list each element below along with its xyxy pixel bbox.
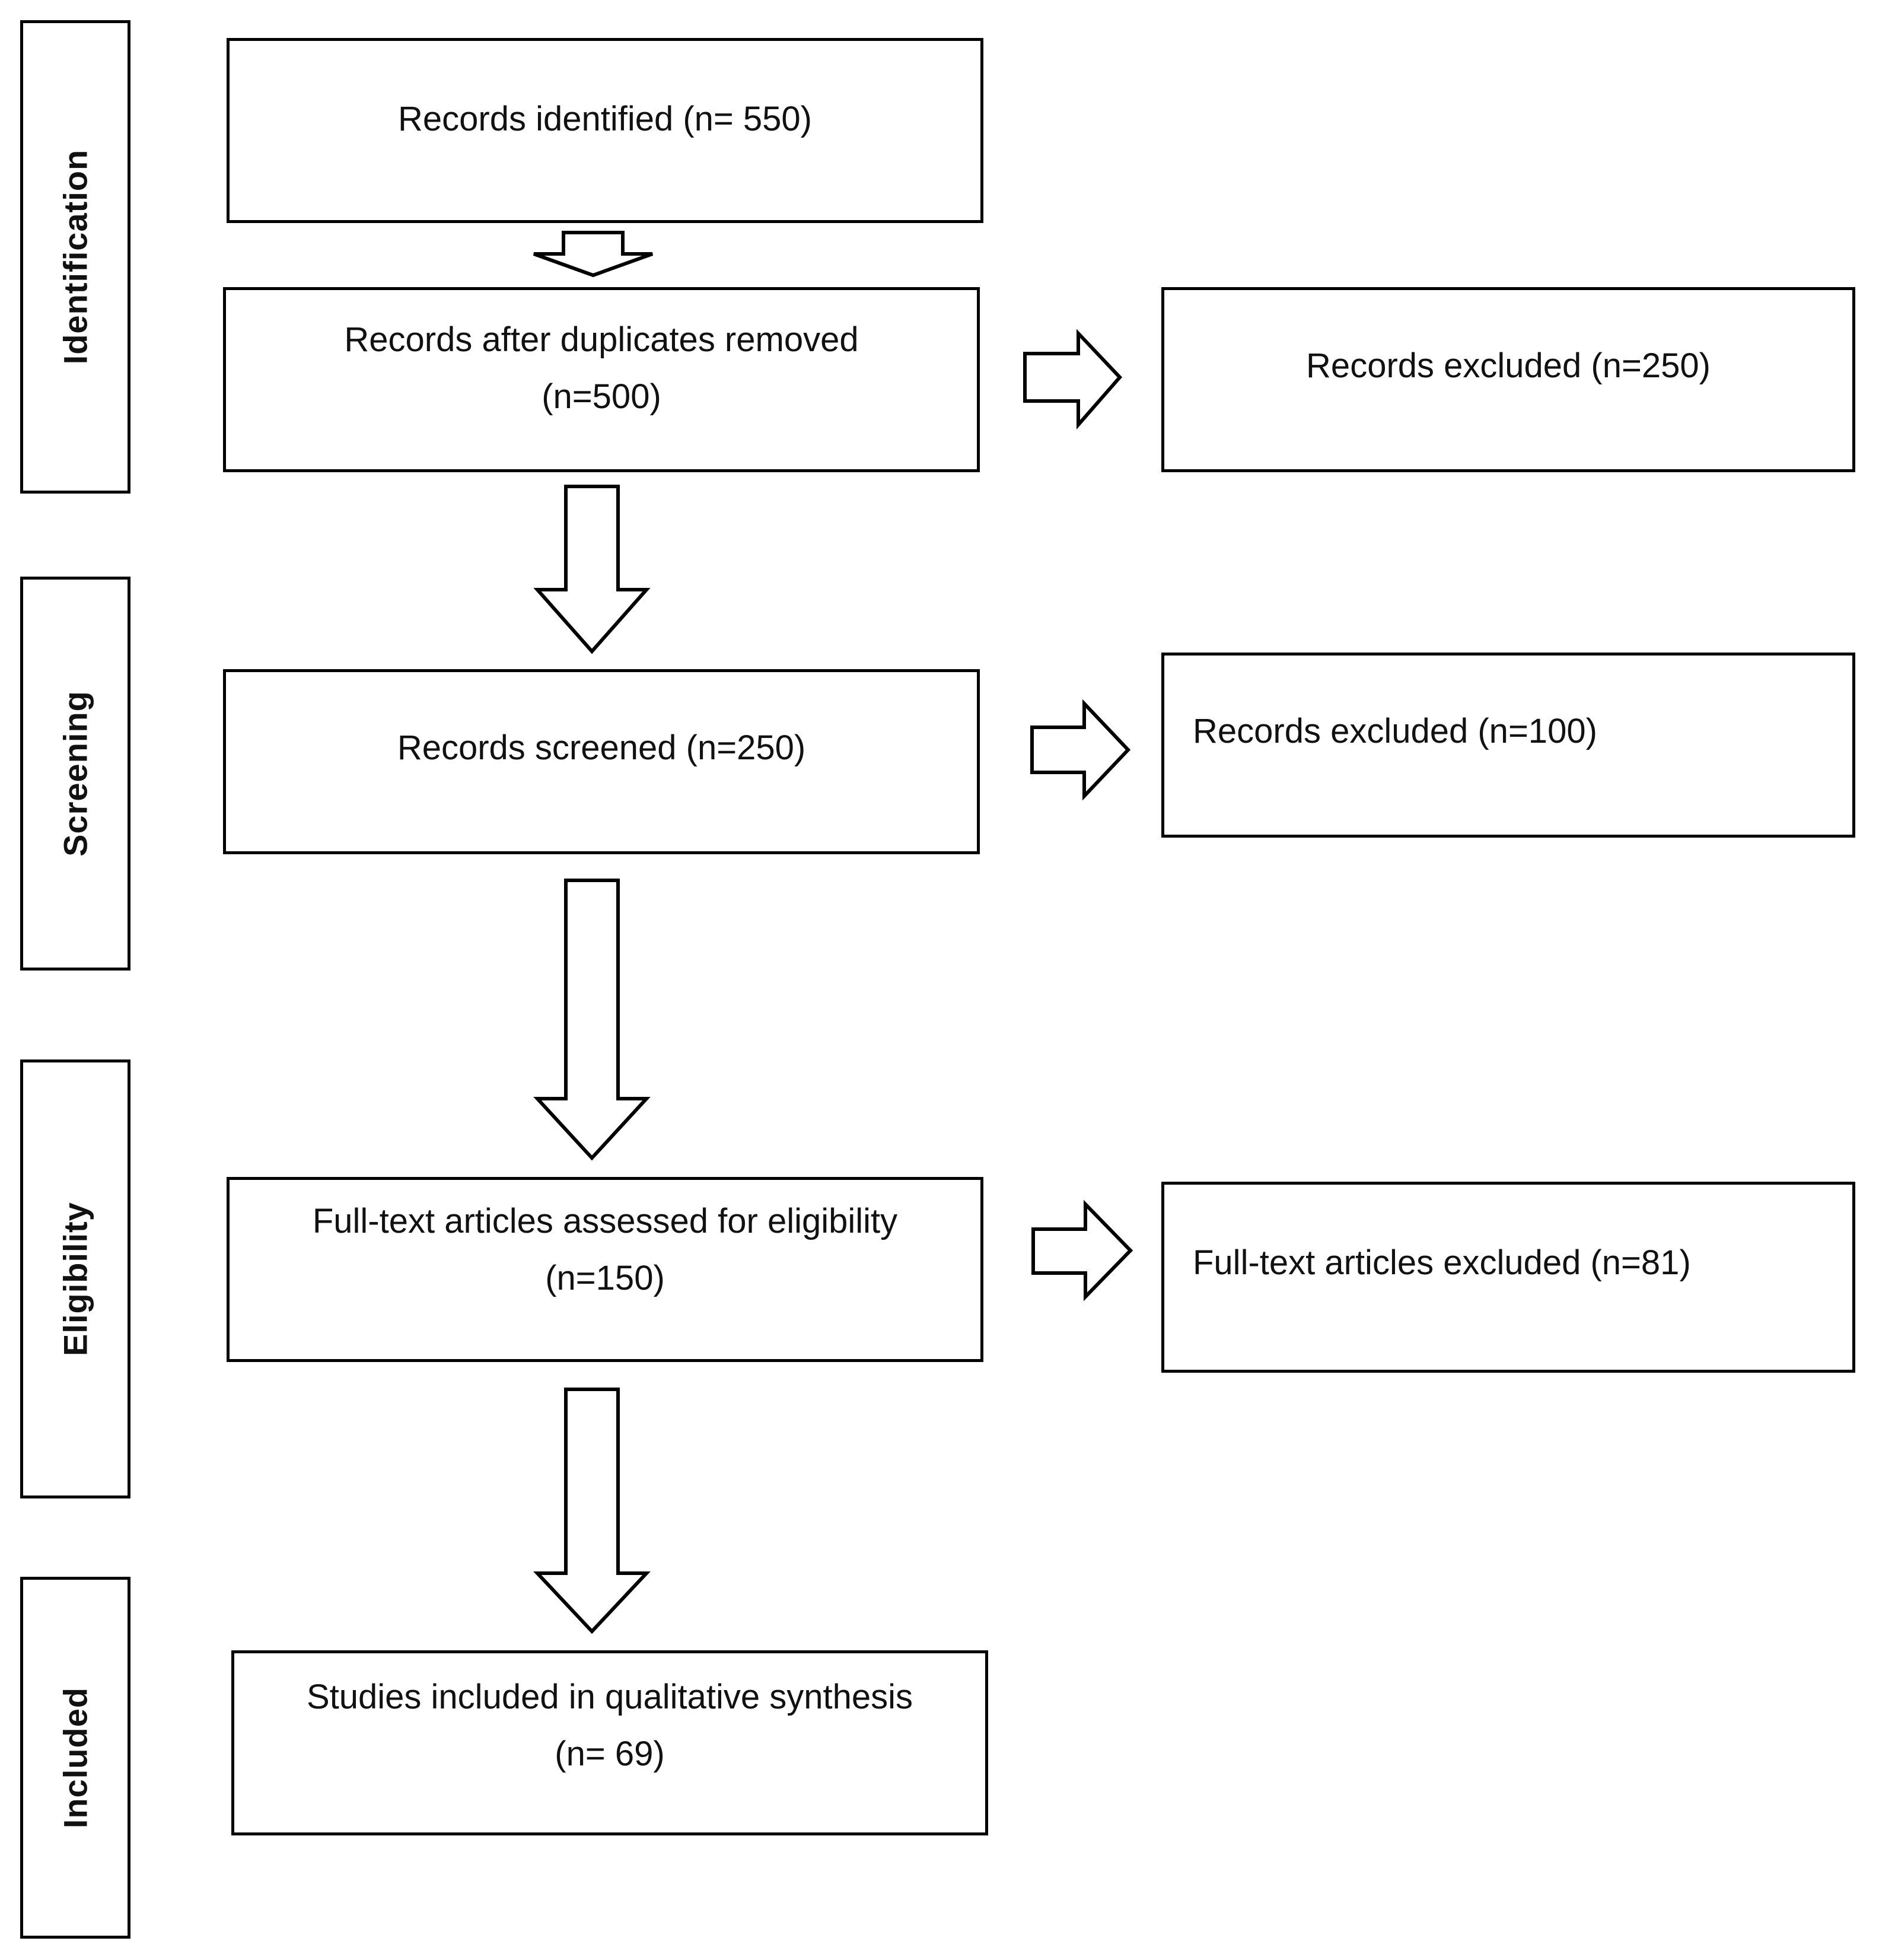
fulltext-excluded-box: Full-text articles excluded (n=81) — [1161, 1182, 1855, 1373]
arrow-right-3 — [1031, 1199, 1133, 1302]
fulltext-assessed-box: Full-text articles assessed for eligibil… — [227, 1177, 983, 1362]
records-identified-text: Records identified (n= 550) — [397, 100, 812, 138]
fulltext-excluded-text: Full-text articles excluded (n=81) — [1193, 1243, 1691, 1282]
arrow-down-4 — [533, 1388, 651, 1634]
stage-identification: Identification — [20, 20, 130, 494]
after-duplicates-box: Records after duplicates removed (n=500) — [223, 287, 980, 472]
stage-eligibility: Eligibility — [20, 1059, 130, 1498]
fulltext-assessed-text-line1: Full-text articles assessed for eligibil… — [312, 1202, 898, 1240]
records-excluded-box-1: Records excluded (n=250) — [1161, 287, 1855, 472]
arrow-down-1 — [533, 231, 654, 278]
records-screened-box: Records screened (n=250) — [223, 669, 980, 854]
arrow-right-2 — [1030, 699, 1131, 801]
records-excluded-text-2: Records excluded (n=100) — [1193, 712, 1597, 750]
fulltext-assessed-text-line2: (n=150) — [545, 1259, 665, 1297]
arrow-down-2 — [533, 485, 651, 654]
stage-included: Included — [20, 1577, 130, 1939]
records-identified-box: Records identified (n= 550) — [227, 38, 983, 223]
records-screened-text: Records screened (n=250) — [397, 728, 806, 767]
studies-included-text-line1: Studies included in qualitative synthesi… — [306, 1678, 913, 1716]
arrow-down-3 — [533, 879, 651, 1161]
studies-included-box: Studies included in qualitative synthesi… — [231, 1650, 988, 1835]
after-duplicates-text-line2: (n=500) — [542, 377, 661, 416]
records-excluded-text-1: Records excluded (n=250) — [1306, 346, 1711, 385]
after-duplicates-text-line1: Records after duplicates removed — [344, 320, 859, 359]
records-excluded-box-2: Records excluded (n=100) — [1161, 653, 1855, 838]
studies-included-text-line2: (n= 69) — [555, 1735, 665, 1773]
arrow-right-1 — [1023, 329, 1123, 429]
stage-screening: Screening — [20, 577, 130, 971]
